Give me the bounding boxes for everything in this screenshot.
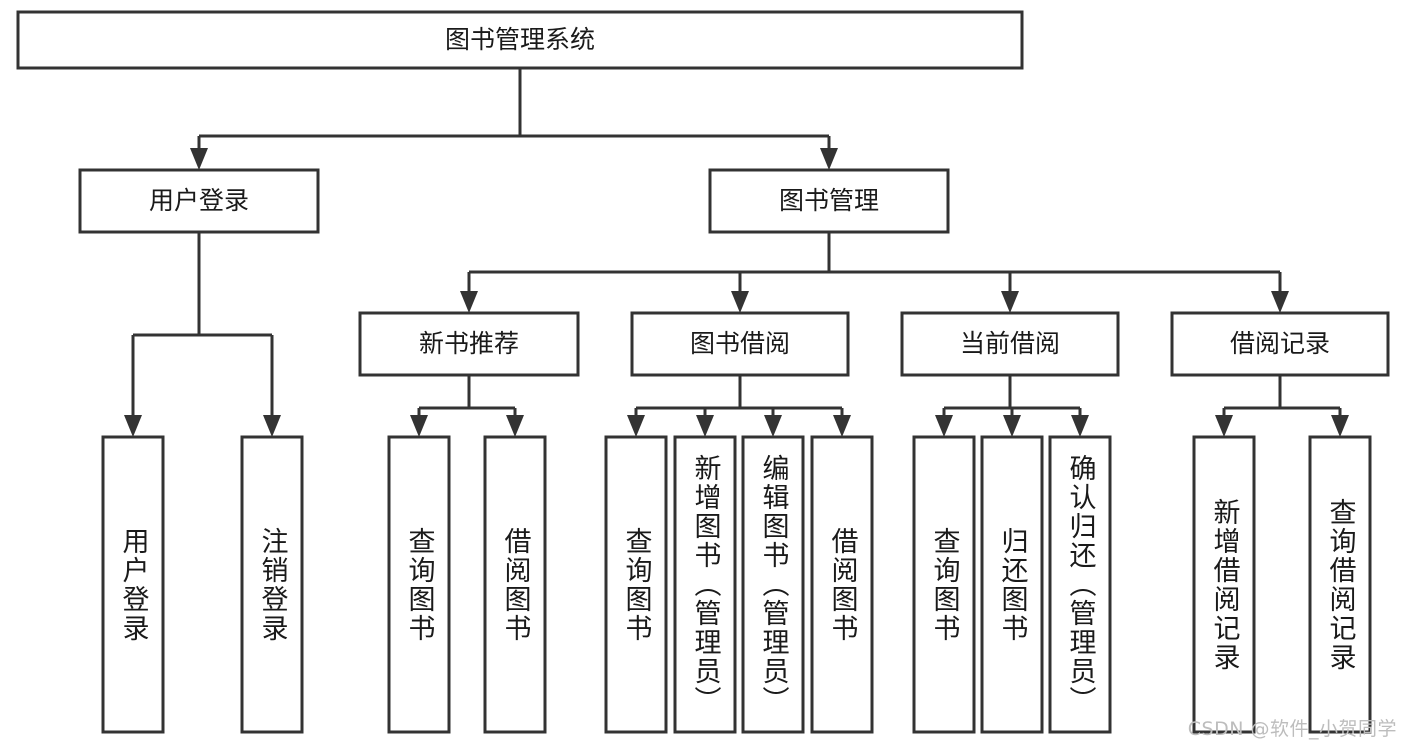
current-borrow-to-leaves-arrow-2 xyxy=(1071,415,1089,437)
leaf-box-leaf-query-book-cur[interactable] xyxy=(912,435,976,734)
user-login-to-leaves-arrow-1 xyxy=(263,415,281,437)
node-borrow-record-label: 借阅记录 xyxy=(1230,329,1330,358)
new-book-rec-to-leaves-arrow-0 xyxy=(410,415,428,437)
leaf-box-leaf-return-book[interactable] xyxy=(980,435,1044,734)
root-to-level2-arrow-1 xyxy=(820,148,838,170)
node-book-manage[interactable]: 图书管理 xyxy=(708,168,950,234)
borrow-record-to-leaves-arrow-1 xyxy=(1331,415,1349,437)
current-borrow-to-leaves-arrow-1 xyxy=(1003,415,1021,437)
current-borrow-to-leaves-arrow-0 xyxy=(935,415,953,437)
leaf-box-leaf-add-book[interactable] xyxy=(673,435,737,734)
node-book-borrow-label: 图书借阅 xyxy=(690,329,790,358)
node-book-manage-label: 图书管理 xyxy=(779,186,879,215)
node-new-book-rec-label: 新书推荐 xyxy=(419,329,519,358)
node-new-book-rec-rect xyxy=(358,311,580,377)
node-user-login-label: 用户登录 xyxy=(149,186,249,215)
leaf-box-leaf-add-record[interactable] xyxy=(1192,435,1256,734)
book-borrow-to-leaves-arrow-0 xyxy=(627,415,645,437)
node-root-label: 图书管理系统 xyxy=(445,25,595,54)
user-login-to-leaves-arrow-0 xyxy=(124,415,142,437)
leaf-box-leaf-query-book-borrow[interactable] xyxy=(604,435,668,734)
watermark-text: CSDN @软件_小贺同学 xyxy=(1187,718,1397,740)
book-borrow-to-leaves-arrow-2 xyxy=(764,415,782,437)
node-user-login-rect xyxy=(78,168,320,234)
leaf-box-leaf-query-book-rec[interactable] xyxy=(387,435,451,734)
node-new-book-rec[interactable]: 新书推荐 xyxy=(358,311,580,377)
node-root-rect xyxy=(16,10,1024,70)
node-user-login[interactable]: 用户登录 xyxy=(78,168,320,234)
node-root[interactable]: 图书管理系统 xyxy=(16,10,1024,70)
bookmanage-to-level3-arrow-3 xyxy=(1271,291,1289,313)
root-to-level2-arrow-0 xyxy=(190,148,208,170)
leaf-box-leaf-logout[interactable] xyxy=(240,435,304,734)
leaf-box-leaf-borrow-book[interactable] xyxy=(810,435,874,734)
new-book-rec-to-leaves-arrow-1 xyxy=(506,415,524,437)
leaf-box-leaf-confirm-return[interactable] xyxy=(1048,435,1112,734)
book-borrow-to-leaves-arrow-1 xyxy=(696,415,714,437)
borrow-record-to-leaves-arrow-0 xyxy=(1215,415,1233,437)
bookmanage-to-level3-arrow-1 xyxy=(731,291,749,313)
node-current-borrow-rect xyxy=(900,311,1120,377)
node-book-borrow-rect xyxy=(630,311,850,377)
book-borrow-to-leaves-arrow-3 xyxy=(833,415,851,437)
node-current-borrow-label: 当前借阅 xyxy=(960,329,1060,358)
node-book-manage-rect xyxy=(708,168,950,234)
leaf-box-leaf-borrow-book-rec[interactable] xyxy=(483,435,547,734)
node-book-borrow[interactable]: 图书借阅 xyxy=(630,311,850,377)
node-borrow-record[interactable]: 借阅记录 xyxy=(1170,311,1390,377)
node-borrow-record-rect xyxy=(1170,311,1390,377)
leaf-box-leaf-user-login[interactable] xyxy=(101,435,165,734)
bookmanage-to-level3-arrow-2 xyxy=(1001,291,1019,313)
bookmanage-to-level3-arrow-0 xyxy=(460,291,478,313)
leaf-box-leaf-edit-book[interactable] xyxy=(741,435,805,734)
connectors-layer xyxy=(124,68,1349,437)
node-current-borrow[interactable]: 当前借阅 xyxy=(900,311,1120,377)
leaf-box-leaf-query-record[interactable] xyxy=(1308,435,1372,734)
